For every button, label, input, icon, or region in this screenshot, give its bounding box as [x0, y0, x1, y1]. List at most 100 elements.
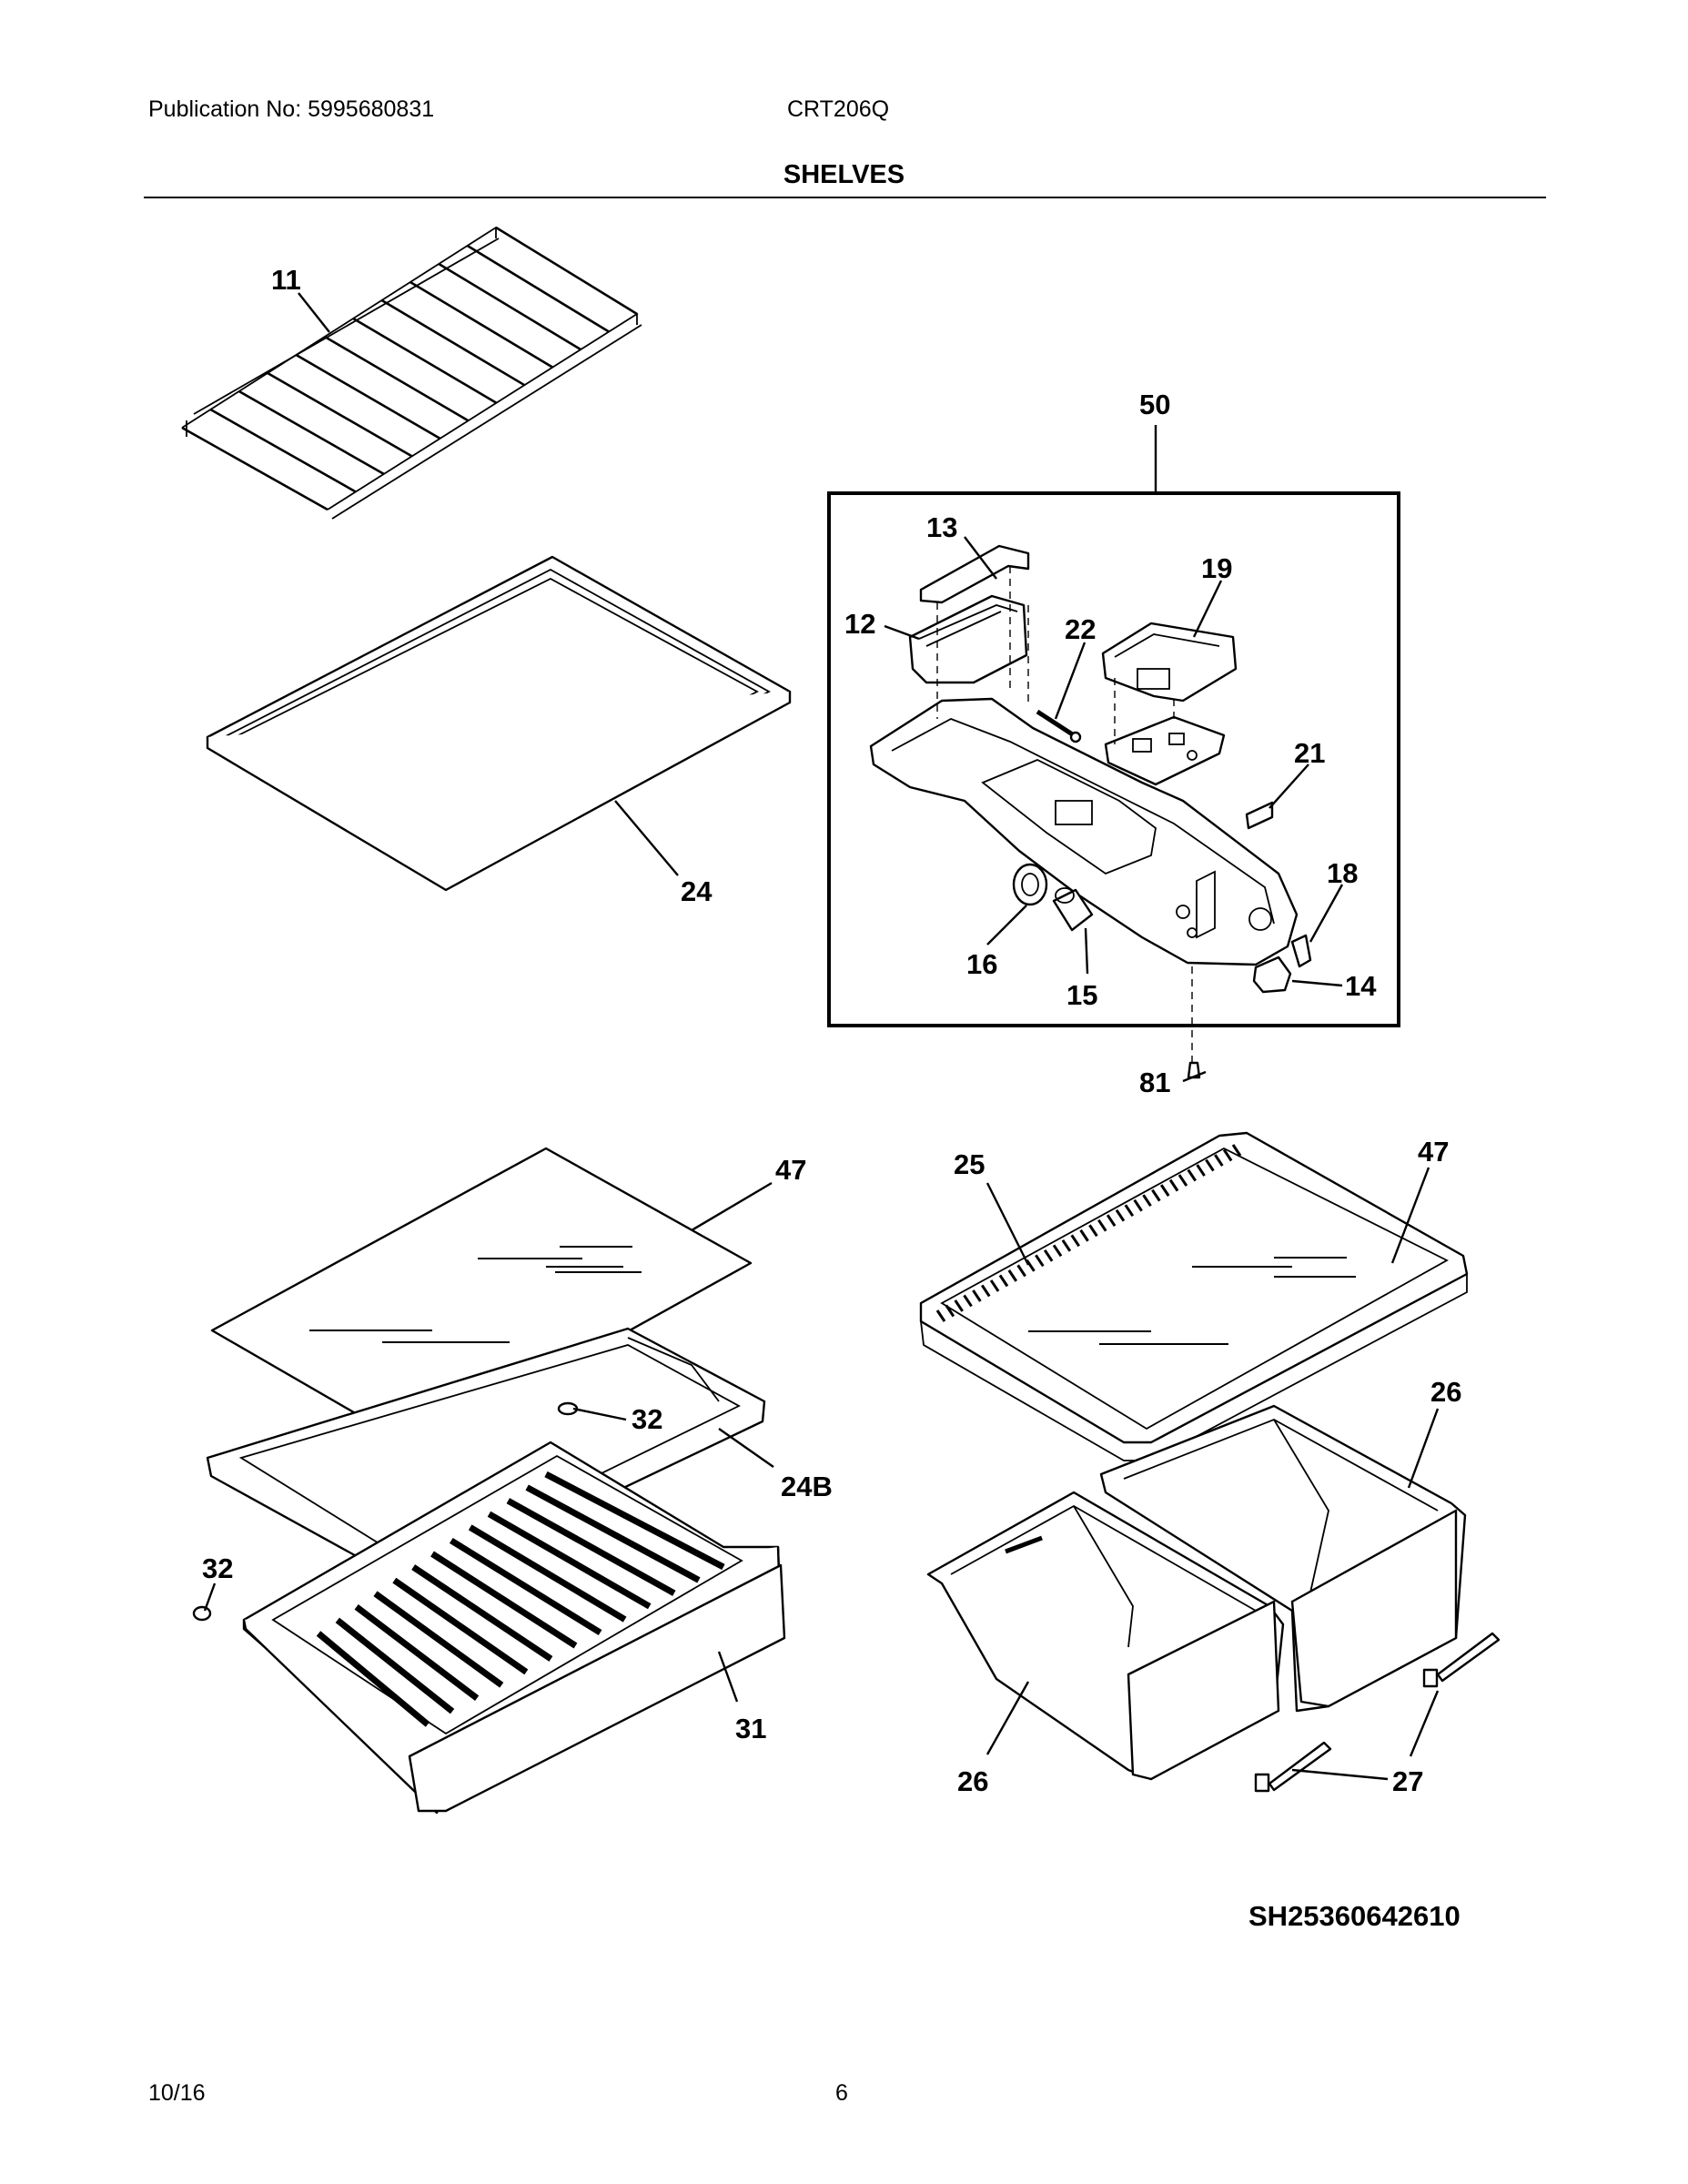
vent-slot	[1178, 1174, 1188, 1187]
diagram-code: SH25360642610	[1248, 1900, 1461, 1932]
callout-26-front: 26	[957, 1765, 988, 1797]
vent-slot	[1133, 1198, 1143, 1212]
drawer-slide-part-27-b	[1422, 1632, 1501, 1688]
callout-50: 50	[1139, 389, 1170, 420]
callout-14: 14	[1345, 970, 1377, 1002]
wire-bar	[409, 280, 553, 369]
callout-18: 18	[1327, 857, 1358, 889]
vent-slot	[1070, 1234, 1080, 1248]
crisper-rib	[354, 1604, 480, 1701]
publication-number: Publication No: 5995680831	[148, 96, 435, 122]
vent-slot	[1035, 1254, 1045, 1268]
callout-24: 24	[681, 875, 713, 907]
wire-bar	[209, 408, 357, 493]
vent-slot	[1097, 1218, 1107, 1232]
callout-24b: 24B	[781, 1471, 833, 1502]
shelf-frame-part-24b	[206, 1327, 766, 1590]
wire-shelf-part	[181, 226, 642, 520]
dispenser-tray	[869, 697, 1299, 966]
vent-slot	[1079, 1228, 1089, 1242]
wire-bar	[181, 426, 329, 511]
wire-bar	[238, 389, 385, 476]
wire-bar	[438, 262, 581, 351]
pin-part-22	[1036, 709, 1082, 743]
callout-47-right: 47	[1418, 1136, 1449, 1168]
handle-part-13	[919, 544, 1030, 604]
crisper-rib	[506, 1498, 676, 1596]
vent-slot	[1231, 1144, 1242, 1157]
vent-slot	[1007, 1269, 1018, 1282]
drawer-part-26-front	[926, 1491, 1285, 1781]
crisper-floor-ribs	[316, 1471, 725, 1727]
vent-slot	[954, 1299, 964, 1312]
footer-date: 10/16	[148, 2080, 206, 2106]
vent-slot	[1061, 1239, 1072, 1252]
callout-19: 19	[1201, 552, 1232, 584]
callout-32-upper: 32	[632, 1403, 662, 1435]
crisper-rib	[468, 1524, 627, 1623]
vent-slot	[945, 1304, 955, 1318]
page-number: 6	[835, 2080, 848, 2106]
crisper-rib	[487, 1511, 652, 1610]
callout-47-left: 47	[775, 1154, 806, 1186]
wire-bar	[324, 335, 470, 422]
vent-slot	[998, 1274, 1009, 1288]
callout-12: 12	[844, 608, 875, 640]
crisper-rib	[449, 1537, 602, 1636]
vent-slot	[1222, 1148, 1233, 1162]
callout-15: 15	[1066, 979, 1097, 1011]
vent-slot	[1196, 1164, 1206, 1177]
callout-11: 11	[271, 264, 301, 296]
assembly-50-box	[827, 491, 1400, 1027]
glass-shelf-part-25	[919, 1131, 1469, 1461]
glass-shelf-frame-part	[206, 555, 792, 892]
clip-part-21	[1245, 801, 1274, 830]
model-number: CRT206Q	[787, 96, 890, 122]
crisper-rib	[392, 1577, 529, 1675]
vent-slot	[1187, 1168, 1198, 1182]
crisper-drawer-part-31	[242, 1441, 786, 1815]
callout-22: 22	[1065, 613, 1096, 645]
vent-slot	[1124, 1204, 1135, 1218]
crisper-rib	[316, 1631, 430, 1727]
vent-slot	[972, 1289, 982, 1302]
vent-slot	[1052, 1244, 1063, 1258]
drawer-slide-part-27-a	[1254, 1741, 1332, 1793]
shelf-vent-slots	[935, 1144, 1242, 1322]
fitting-part-16	[1012, 863, 1048, 906]
callout-25: 25	[954, 1148, 985, 1180]
vent-slot	[1168, 1178, 1179, 1192]
callout-32-lower: 32	[202, 1552, 233, 1584]
wire-bar	[295, 353, 441, 440]
crisper-rib	[373, 1591, 504, 1688]
vent-slot	[1214, 1154, 1224, 1167]
clip-part-32-lower	[192, 1605, 212, 1622]
crisper-rib	[411, 1564, 553, 1662]
callout-13: 13	[926, 511, 957, 543]
callout-21: 21	[1294, 737, 1325, 769]
callout-26-rear: 26	[1430, 1376, 1461, 1408]
vent-slot	[1106, 1214, 1117, 1228]
crisper-rib	[525, 1484, 701, 1583]
vent-slot	[935, 1309, 946, 1322]
vent-slot	[963, 1294, 973, 1308]
wire-bar	[267, 371, 413, 458]
crisper-rib	[544, 1471, 725, 1571]
assembly-guide-lines	[936, 566, 1193, 1065]
knob-part-18	[1290, 934, 1312, 968]
vent-slot	[1026, 1259, 1036, 1272]
page-title: SHELVES	[783, 160, 905, 189]
crisper-rib	[430, 1551, 578, 1649]
vent-slot	[1142, 1194, 1152, 1207]
vent-slot	[1205, 1158, 1215, 1172]
vent-slot	[1159, 1184, 1170, 1197]
wire-bar	[352, 317, 498, 404]
title-divider	[144, 197, 1546, 198]
cap-part-15	[1052, 887, 1094, 932]
module-part-19	[1101, 622, 1238, 703]
drawer-part-26-rear	[1099, 1404, 1467, 1713]
vent-slot	[1088, 1224, 1098, 1238]
vent-slot	[989, 1279, 1000, 1292]
vent-slot	[1115, 1208, 1126, 1222]
